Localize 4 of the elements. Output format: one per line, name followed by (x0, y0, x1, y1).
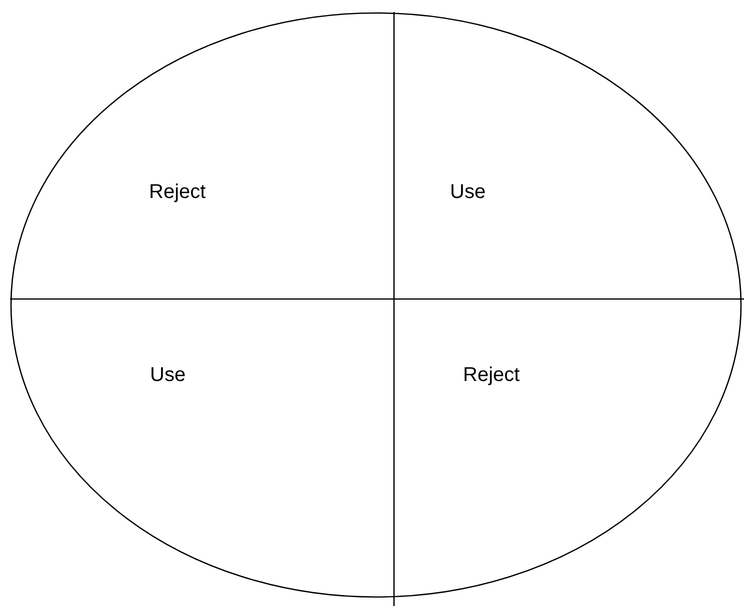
quadrant-label: Use (150, 363, 186, 387)
quadrant-label: Use (450, 180, 486, 204)
quadrant-label: Reject (149, 180, 206, 204)
quadrant-label: Reject (463, 363, 520, 387)
